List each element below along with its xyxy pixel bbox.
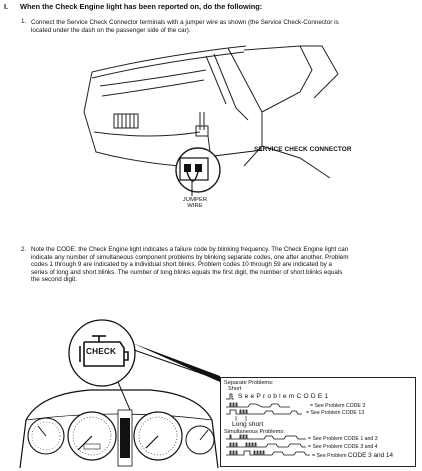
wire-word: WIRE bbox=[187, 203, 203, 210]
step-2-line-1: Note the CODE: the Check Engine light in… bbox=[31, 246, 349, 253]
code-1-text: S e e P r o b l e m C O D E 1 bbox=[238, 393, 329, 400]
step-2-text: Note the CODE: the Check Engine light in… bbox=[31, 246, 421, 284]
step-2-line-4: series of long and short blinks. The num… bbox=[31, 268, 343, 276]
code-3-text: = See Problem CODE 3 bbox=[310, 403, 366, 409]
code-1-and-3-text: = See Problem CODE 1 and 3 bbox=[308, 436, 378, 442]
step-2-line-2: indicate any number of simultaneous comp… bbox=[31, 253, 349, 261]
code-13-text: = See Problem CODE 13 bbox=[306, 410, 365, 416]
simultaneous-problems-title: Simultaneous Problems: bbox=[224, 429, 285, 435]
check-connector-word: CHECK CONNECTOR bbox=[284, 146, 352, 153]
section-title: When the Check Engine light has been rep… bbox=[20, 2, 263, 11]
step-1-line-2: located under the dash on the passenger … bbox=[31, 26, 191, 34]
service-word: SERVICE bbox=[254, 146, 283, 153]
code-3-and-14-prefix: = See Problem bbox=[312, 453, 348, 459]
jumper-word: JUMPER bbox=[182, 197, 208, 203]
check-lamp-label: CHECK bbox=[86, 347, 117, 356]
code-3-and-14-suffix: CODE 3 and 14 bbox=[347, 452, 394, 459]
code-3-and-14-text: = See Problem CODE 3 and 14 bbox=[312, 452, 393, 459]
long-short-label: Long short bbox=[232, 421, 264, 428]
step-2-number: 2. bbox=[21, 246, 27, 253]
step-1-number: 1. bbox=[21, 18, 27, 25]
step-1-text: Connect the Service Check Connector term… bbox=[31, 19, 417, 34]
section-heading: I. When the Check Engine light has been r… bbox=[4, 2, 262, 11]
step-2-line-3: codes 1 through 9 are indicated by a ind… bbox=[31, 261, 333, 269]
code-3-and-4-text: = See Problem CODE 3 and 4 bbox=[308, 444, 378, 450]
section-number: I. bbox=[4, 2, 9, 11]
step-2-line-5: the second digit. bbox=[31, 276, 77, 284]
separate-problems-title: Separate Problems: bbox=[224, 380, 274, 386]
step-1-line-1: Connect the Service Check Connector term… bbox=[31, 19, 339, 26]
short-label: Short bbox=[228, 386, 242, 392]
service-check-connector-label: SERVICE CHECK CONNECTOR bbox=[254, 146, 352, 153]
blink-code-panel bbox=[220, 377, 416, 467]
jumper-wire-label: JUMPER WIRE bbox=[180, 197, 210, 210]
